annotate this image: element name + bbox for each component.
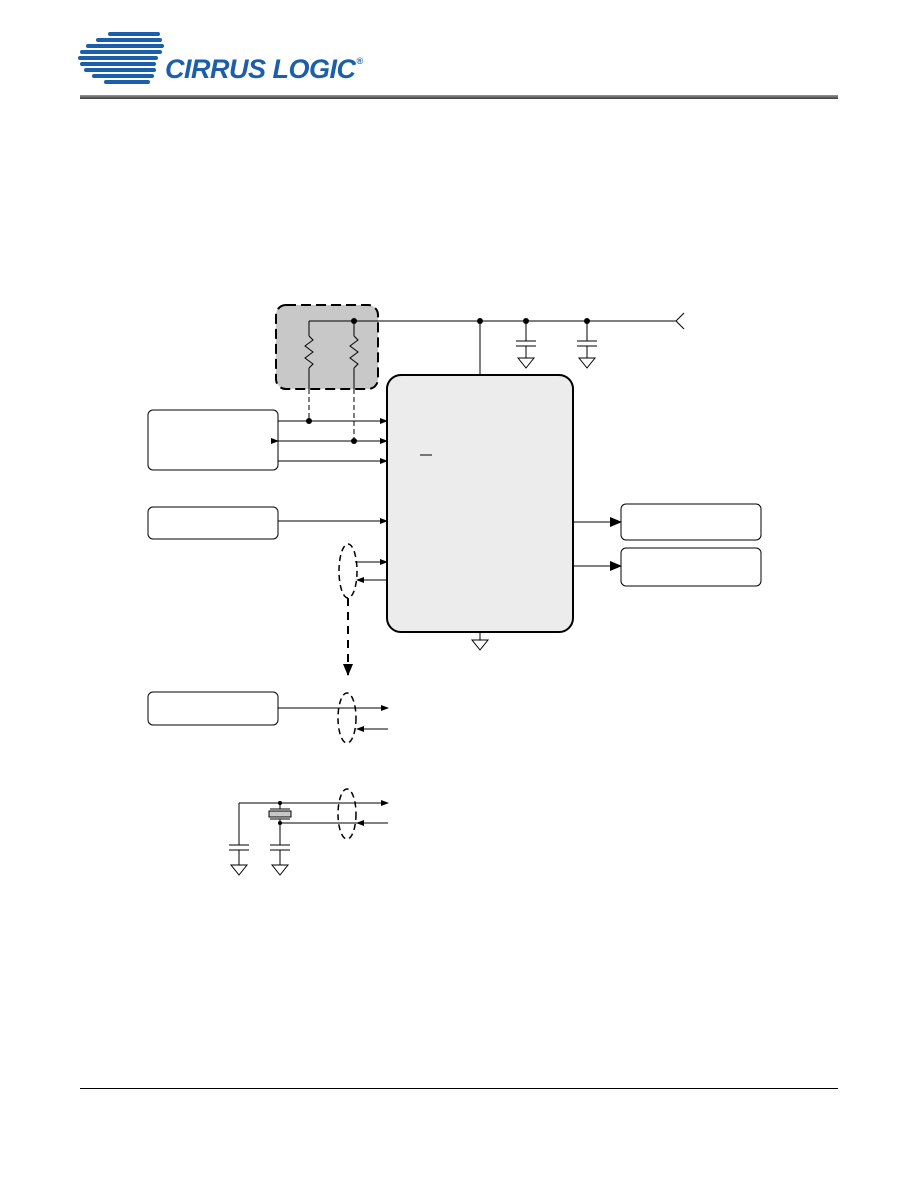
junction-dot — [351, 318, 357, 324]
input-source-block — [147, 506, 279, 540]
capacitor-icon — [229, 844, 249, 865]
pin-group-ellipse — [338, 543, 358, 599]
resistor-icon — [349, 335, 359, 369]
footer-rule — [80, 1088, 838, 1089]
main-ic-block — [386, 374, 574, 633]
logo-wordmark-text: CIRRUS LOGIC — [165, 54, 356, 84]
supply-input-icon — [675, 312, 685, 330]
junction-dot — [306, 418, 312, 424]
capacitor-icon — [270, 844, 290, 865]
registered-mark: ® — [356, 56, 364, 66]
junction-dot — [278, 821, 282, 825]
ground-icon — [229, 864, 249, 876]
junction-dot — [351, 438, 357, 444]
external-clock-block — [147, 691, 279, 726]
control-port-block — [147, 409, 279, 471]
pin-group-ellipse — [337, 788, 357, 840]
pin-group-ellipse — [337, 692, 357, 744]
junction-dot — [278, 801, 282, 805]
capacitor-icon — [516, 321, 536, 358]
ground-icon — [470, 639, 490, 651]
resistor-icon — [304, 335, 314, 369]
ground-icon — [516, 357, 536, 369]
output-block-2 — [620, 547, 762, 587]
logo-wordmark: CIRRUS LOGIC® — [165, 54, 363, 85]
logo-stripes-icon — [78, 32, 164, 84]
capacitor-icon — [577, 321, 597, 358]
ground-icon — [270, 864, 290, 876]
output-block-1 — [620, 503, 762, 541]
ground-icon — [577, 357, 597, 369]
header-rule — [80, 95, 838, 99]
cirrus-logic-logo — [78, 32, 378, 90]
pullup-resistor-box — [275, 304, 379, 390]
crystal-icon — [268, 803, 292, 845]
